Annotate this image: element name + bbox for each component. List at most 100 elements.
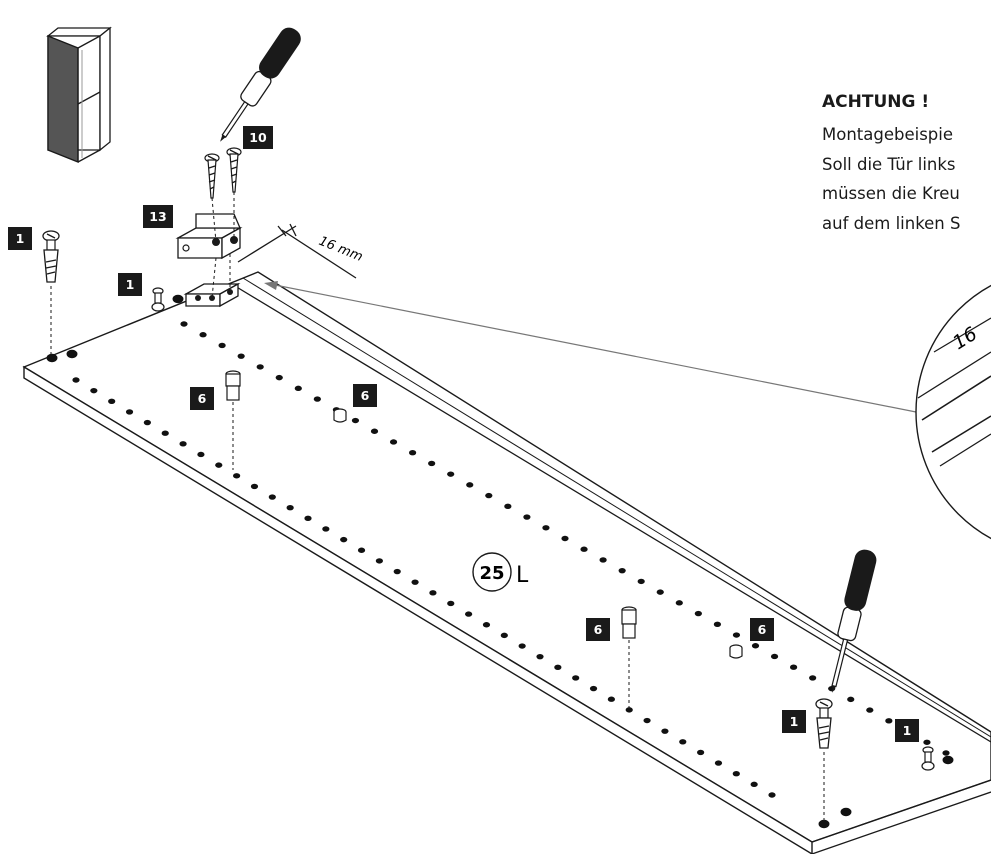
detail-magnifier: 16 <box>915 284 991 540</box>
warning-title: ACHTUNG ! <box>822 92 930 112</box>
board-hole <box>428 460 436 467</box>
part-label: 25 L <box>472 552 529 592</box>
board-hole <box>518 643 526 649</box>
dowel-icon <box>225 370 241 470</box>
dimension-marker: 16 mm <box>237 223 365 279</box>
svg-text:6: 6 <box>198 391 207 406</box>
board-hole <box>661 728 669 734</box>
board-hole <box>482 622 491 628</box>
dowel-icon <box>729 644 743 659</box>
cam-bolt-icon <box>921 746 935 771</box>
tag-cam-bolt: 1 <box>118 273 142 296</box>
board-hole <box>447 600 455 607</box>
warning-line: Montagebeispie <box>822 125 954 144</box>
detail-pointer <box>264 281 917 413</box>
board-hole <box>108 398 116 404</box>
board-hole <box>554 664 562 671</box>
board-hole <box>732 771 740 777</box>
board-hole <box>256 364 264 370</box>
tag-cam-bolt: 1 <box>895 719 919 742</box>
board-hole <box>694 610 702 617</box>
board-hole <box>714 760 723 766</box>
board-hole <box>294 385 302 392</box>
board-hole <box>504 503 512 510</box>
board-hole <box>485 492 493 499</box>
board-hole <box>199 332 207 338</box>
board-hole <box>125 409 134 415</box>
board-hole <box>215 462 223 468</box>
board-hole <box>770 653 779 660</box>
cam-bolt-icon <box>151 287 165 312</box>
part-number: 25 <box>479 563 504 584</box>
board-hole <box>572 675 580 681</box>
board-hole <box>500 632 508 639</box>
board-hole-large <box>172 294 184 304</box>
screwdriver-icon <box>831 549 877 693</box>
board-hole <box>275 374 283 381</box>
board-hole <box>322 526 330 532</box>
hinge-plate-icon <box>175 192 243 308</box>
board-hole <box>218 342 226 349</box>
board-hole <box>233 473 241 479</box>
svg-text:6: 6 <box>594 622 603 637</box>
dowel-icon <box>621 606 637 710</box>
board-hole <box>790 664 798 670</box>
board-hole <box>656 589 664 595</box>
board-hole <box>751 643 760 649</box>
board-hole <box>143 419 151 426</box>
board-hole <box>429 590 437 596</box>
board-hole <box>942 750 950 756</box>
board-hole <box>375 558 383 564</box>
board-hole <box>250 483 259 490</box>
board-hole <box>268 494 276 500</box>
board-hole <box>625 707 633 713</box>
tag-cam-bolt: 1 <box>8 227 32 250</box>
board-hole <box>72 377 80 383</box>
board-hole <box>885 718 893 724</box>
board-hole <box>523 514 531 520</box>
board-hole <box>580 546 588 552</box>
part-side: L <box>516 563 529 588</box>
board-hole <box>409 450 417 456</box>
board-hole <box>732 632 741 638</box>
warning-notice: ACHTUNG ! Montagebeispie Soll die Tür li… <box>822 92 991 238</box>
hole-rows <box>46 294 954 829</box>
board-hole <box>389 439 398 445</box>
screwdriver-icon <box>220 27 301 142</box>
board-hole <box>923 739 931 745</box>
board-hole <box>542 525 550 531</box>
board-hole-large <box>818 819 830 829</box>
tag-dowel: 6 <box>353 384 377 407</box>
cam-bolt-icon <box>815 698 833 822</box>
svg-text:1: 1 <box>790 714 799 729</box>
svg-text:10: 10 <box>249 130 267 145</box>
board-hole <box>304 515 312 522</box>
screw-icon <box>226 147 242 193</box>
cam-bolt-icon <box>42 230 60 356</box>
board-hole <box>179 441 187 447</box>
board-hole-large <box>46 353 58 363</box>
board-hole <box>713 621 722 627</box>
board-hole-large <box>840 807 852 817</box>
board-panel <box>22 271 991 854</box>
tag-cam-bolt: 1 <box>782 710 806 733</box>
warning-line: Soll die Tür links <box>822 154 956 174</box>
svg-text:1: 1 <box>903 723 912 738</box>
board-hole <box>637 578 645 585</box>
board-hole <box>697 749 705 756</box>
board-hole <box>561 535 569 542</box>
tag-hinge-plate: 13 <box>143 205 173 228</box>
board-hole <box>411 579 419 585</box>
dimension-label: 16 mm <box>317 234 365 265</box>
board-hole <box>90 387 98 394</box>
svg-text:6: 6 <box>361 388 370 403</box>
board-hole <box>351 417 360 424</box>
board-hole <box>357 547 366 553</box>
board-hole <box>589 685 598 692</box>
board-hole <box>809 675 817 681</box>
board-hole <box>618 567 626 574</box>
tag-dowel: 6 <box>586 618 610 641</box>
warning-line: müssen die Kreu <box>822 184 960 203</box>
screw-icon <box>204 153 220 199</box>
